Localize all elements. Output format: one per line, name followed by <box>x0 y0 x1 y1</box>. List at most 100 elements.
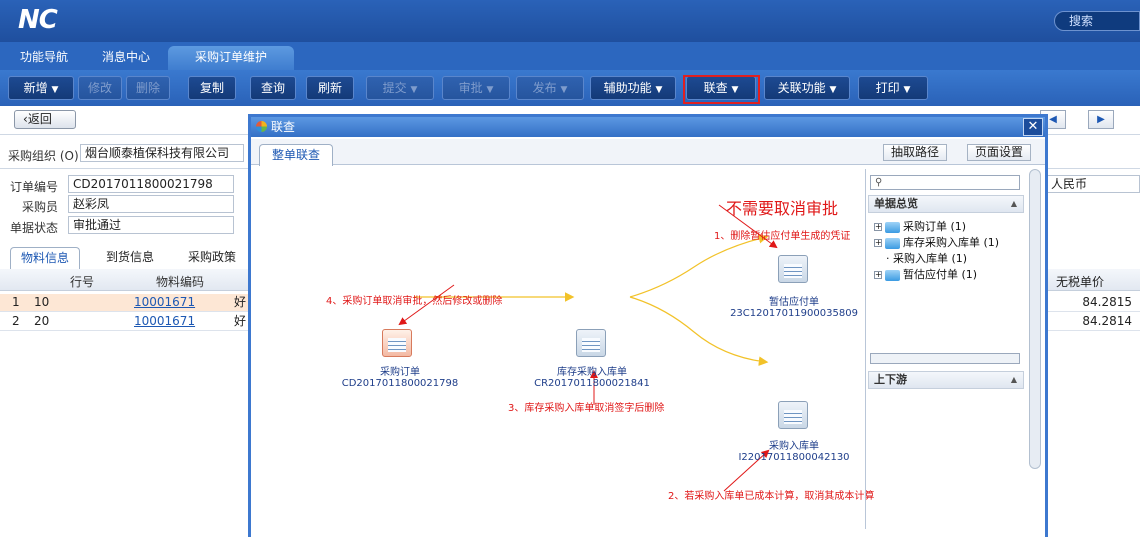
node-purchase-order[interactable]: 采购订单 CD2017011800021798 <box>341 367 459 389</box>
subtab-purchase-policy[interactable]: 采购政策 <box>188 250 237 264</box>
annotation-step4: 4、采购订单取消审批，然后修改或删除 <box>326 296 503 307</box>
expand-icon[interactable]: + <box>874 222 882 231</box>
publish-button[interactable]: 发布 ▼ <box>516 76 584 100</box>
folder-icon <box>885 269 900 281</box>
buyer-field[interactable]: 赵彩凤 <box>68 195 234 213</box>
column-price-ex-tax: 无税单价 <box>1046 269 1140 291</box>
copy-button[interactable]: 复制 <box>188 76 236 100</box>
close-button[interactable]: ✕ <box>1023 118 1043 136</box>
flow-arrow <box>629 296 769 366</box>
summary-panel-header[interactable]: 单据总览▲ <box>868 195 1024 213</box>
tree-node-purchase-in[interactable]: · 采购入库单 (1) <box>886 252 968 265</box>
main-tab-bar: 功能导航 消息中心 采购订单维护 <box>0 42 1140 70</box>
updown-panel-header[interactable]: 上下游▲ <box>868 371 1024 389</box>
vertical-scrollbar[interactable] <box>1029 169 1041 469</box>
tab-full-link-query[interactable]: 整单联查 <box>259 144 334 166</box>
order-no-field[interactable]: CD2017011800021798 <box>68 175 234 193</box>
back-button[interactable]: ‹返回 <box>14 110 76 129</box>
annotation-headline: 不需要取消审批 <box>726 199 839 218</box>
buyer-label: 采购员 <box>22 200 59 214</box>
annotation-step3: 3、库存采购入库单取消签字后删除 <box>508 403 665 414</box>
flow-arrow <box>629 233 769 298</box>
node-estimated-ap[interactable]: 暂估应付单 23C12017011900035809 <box>730 297 858 319</box>
purchase-org-label: 采购组织 (O) <box>8 149 79 163</box>
assist-function-button[interactable]: 辅助功能 ▼ <box>590 76 676 100</box>
tree-node-estimated-ap[interactable]: +暂估应付单 (1) <box>874 268 978 281</box>
chevron-down-icon: ▼ <box>486 85 494 95</box>
dialog-title: 联查 <box>271 120 296 134</box>
dialog-toolbar: 整单联查 抽取路径 页面设置 <box>251 139 1045 166</box>
chevron-down-icon: ▼ <box>903 85 911 95</box>
link-query-highlight-box <box>683 75 760 104</box>
delete-button[interactable]: 删除 <box>126 76 170 100</box>
query-button[interactable]: 查询 <box>250 76 296 100</box>
app-icon <box>256 121 267 132</box>
print-button[interactable]: 打印 ▼ <box>858 76 928 100</box>
table-row[interactable]: 2 20 10001671 好 <box>0 313 250 331</box>
tab-function-nav[interactable]: 功能导航 <box>20 50 69 64</box>
node-stock-in[interactable]: 库存采购入库单 CR2017011800021841 <box>534 367 650 389</box>
next-record-button[interactable]: ▶ <box>1088 110 1114 129</box>
table-row[interactable]: 1 10 10001671 好 <box>0 294 250 312</box>
annotation-arrow <box>398 284 455 326</box>
chevron-down-icon: ▼ <box>731 85 739 95</box>
flow-canvas: 采购订单 CD2017011800021798 库存采购入库单 CR201701… <box>254 167 874 527</box>
document-icon <box>576 329 606 357</box>
folder-icon <box>885 237 900 249</box>
folder-icon <box>885 221 900 233</box>
annotation-step2: 2、若采购入库单已成本计算，取消其成本计算 <box>668 491 875 502</box>
expand-icon[interactable]: + <box>874 238 882 247</box>
submit-button[interactable]: 提交 ▼ <box>366 76 434 100</box>
node-purchase-in[interactable]: 采购入库单 I22017011800042130 <box>738 441 850 463</box>
link-query-button[interactable]: 联查 ▼ <box>686 76 756 100</box>
related-function-button[interactable]: 关联功能 ▼ <box>764 76 850 100</box>
tree-search-input[interactable]: ⚲ <box>870 175 1020 190</box>
material-code-link[interactable]: 10001671 <box>134 314 196 328</box>
global-search-input[interactable]: 搜索 <box>1054 11 1140 31</box>
order-no-label: 订单编号 <box>10 180 59 194</box>
new-button[interactable]: 新增 ▼ <box>8 76 74 100</box>
document-icon <box>778 255 808 283</box>
subtab-arrival-info[interactable]: 到货信息 <box>106 250 155 264</box>
arrow-left-icon: ◀ <box>1049 114 1057 125</box>
chevron-left-icon: ‹ <box>23 112 28 126</box>
page-setup-button[interactable]: 页面设置 <box>967 144 1032 161</box>
annotation-arrow <box>718 204 778 249</box>
collapse-icon: ▲ <box>1010 199 1017 208</box>
chevron-down-icon: ▼ <box>410 85 418 95</box>
document-icon <box>382 329 412 357</box>
extract-path-button[interactable]: 抽取路径 <box>883 144 948 161</box>
purchase-org-field[interactable]: 烟台顺泰植保科技有限公司 <box>80 144 244 162</box>
status-field: 审批通过 <box>68 216 234 234</box>
collapse-icon: ▲ <box>1010 375 1017 384</box>
tree-node-stock-in[interactable]: +库存采购入库单 (1) <box>874 236 1000 249</box>
currency-field[interactable]: 人民币 <box>1046 175 1140 193</box>
flow-arrows <box>398 204 778 492</box>
chevron-down-icon: ▼ <box>560 85 568 95</box>
refresh-button[interactable]: 刷新 <box>306 76 354 100</box>
tab-purchase-order[interactable]: 采购订单维护 <box>168 46 294 70</box>
link-query-dialog: 联查 ✕ 整单联查 抽取路径 页面设置 采购订单 CD2017011800021… <box>248 114 1048 537</box>
material-code-link[interactable]: 10001671 <box>134 295 196 309</box>
expand-icon[interactable]: + <box>874 270 882 279</box>
chevron-down-icon: ▼ <box>829 85 837 95</box>
modify-button[interactable]: 修改 <box>78 76 122 100</box>
search-icon: ⚲ <box>875 177 883 188</box>
annotation-arrow <box>723 449 770 492</box>
status-label: 单据状态 <box>10 221 59 235</box>
document-icon <box>778 401 808 429</box>
document-summary-panel: ⚲ 单据总览▲ +采购订单 (1) +库存采购入库单 (1) · 采购入库单 (… <box>865 169 1025 529</box>
subtab-material-info[interactable]: 物料信息 <box>10 247 81 269</box>
dialog-title-bar[interactable]: 联查 ✕ <box>251 117 1045 137</box>
top-bar: NC 搜索 <box>0 0 1140 42</box>
approve-button[interactable]: 审批 ▼ <box>442 76 510 100</box>
column-material-code: 物料编码 <box>156 275 205 289</box>
tree-node-purchase-order[interactable]: +采购订单 (1) <box>874 220 967 233</box>
grid-header: 行号 物料编码 <box>0 269 250 291</box>
toolbar: 新增 ▼ 修改 删除 复制 查询 刷新 提交 ▼ 审批 ▼ 发布 ▼ 辅助功能 … <box>0 70 1140 106</box>
price-cell: 84.2815 <box>1046 294 1140 312</box>
chevron-down-icon: ▼ <box>51 85 59 95</box>
horizontal-scrollbar[interactable] <box>870 353 1020 364</box>
tab-message-center[interactable]: 消息中心 <box>102 50 151 64</box>
annotation-step1: 1、删除暂估应付单生成的凭证 <box>714 231 851 242</box>
